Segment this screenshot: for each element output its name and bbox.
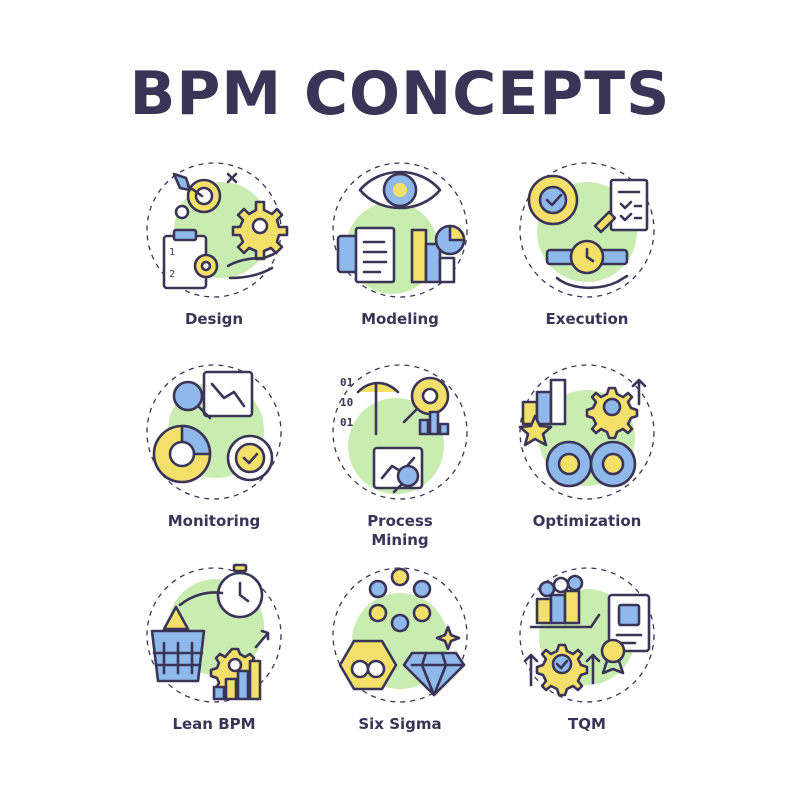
svg-text:1: 1 (169, 247, 175, 258)
concept-card-modeling: Modeling (310, 160, 490, 360)
concept-label: Monitoring (167, 512, 261, 530)
six-sigma-icon (332, 567, 468, 703)
svg-text:2: 2 (169, 269, 175, 280)
concept-label: Process Mining (367, 512, 433, 549)
page-title: BPM CONCEPTS (129, 59, 671, 129)
concept-card-monitoring: Monitoring (124, 362, 304, 562)
svg-text:10: 10 (340, 396, 353, 409)
concept-card-lean-bpm: Lean BPM (124, 563, 304, 765)
concept-label: Optimization (532, 512, 642, 530)
svg-text:01: 01 (340, 416, 354, 429)
concept-card-optimization: Optimization (497, 362, 677, 562)
concept-label: TQM (568, 715, 606, 733)
tqm-icon (519, 567, 655, 703)
concept-label: Design (184, 310, 244, 328)
lean-bpm-icon (146, 563, 282, 703)
concept-card-execution: Execution (497, 160, 677, 360)
concept-card-six-sigma: Six Sigma (310, 565, 490, 765)
svg-text:01: 01 (340, 376, 354, 389)
modeling-icon (332, 162, 468, 298)
concept-label: Execution (545, 310, 629, 328)
monitoring-icon (146, 364, 282, 500)
process-mining-icon: 01 10 01 (332, 364, 468, 500)
optimization-icon (518, 364, 655, 500)
concept-label: Modeling (361, 310, 439, 328)
concept-card-design: 1 2 Design (124, 160, 304, 360)
concept-label: Six Sigma (358, 715, 442, 733)
concept-card-tqm: TQM (497, 565, 677, 765)
concept-card-process-mining: 01 10 01 Process Mining (310, 362, 490, 562)
concept-label: Lean BPM (172, 715, 256, 733)
design-icon: 1 2 (146, 162, 289, 298)
execution-icon (519, 162, 655, 298)
